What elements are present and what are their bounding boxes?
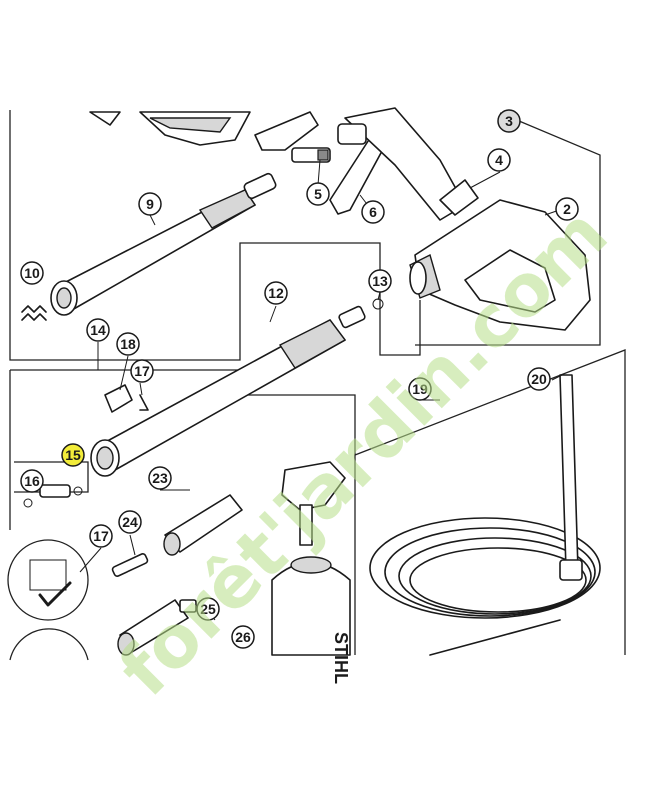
svg-text:6: 6 xyxy=(369,204,377,220)
callout-13: 13 xyxy=(368,269,392,293)
svg-text:19: 19 xyxy=(412,381,428,397)
svg-text:17: 17 xyxy=(93,528,109,544)
callout-9: 9 xyxy=(138,192,162,216)
svg-text:18: 18 xyxy=(120,336,136,352)
callout-2: 2 xyxy=(555,197,579,221)
svg-text:17: 17 xyxy=(134,363,150,379)
callout-19: 19 xyxy=(408,377,432,401)
callout-23: 23 xyxy=(148,466,172,490)
callout-24: 24 xyxy=(118,510,142,534)
lance-tube-9 xyxy=(50,172,277,316)
hose-coil xyxy=(369,374,601,656)
svg-text:23: 23 xyxy=(152,470,168,486)
inset-details xyxy=(7,539,89,661)
watermark: forêt'jardin.com xyxy=(103,191,624,712)
spray-gun-handle xyxy=(409,199,591,331)
svg-text:14: 14 xyxy=(90,322,106,338)
callout-10: 10 xyxy=(20,261,44,285)
nozzles xyxy=(111,494,243,656)
lance-tube-12 xyxy=(90,298,384,477)
callout-26: 26 xyxy=(231,625,255,649)
svg-text:24: 24 xyxy=(122,514,138,530)
svg-text:16: 16 xyxy=(24,473,40,489)
svg-text:12: 12 xyxy=(268,285,284,301)
callout-20: 20 xyxy=(527,367,551,391)
svg-text:3: 3 xyxy=(505,113,513,129)
svg-text:20: 20 xyxy=(531,371,547,387)
svg-text:10: 10 xyxy=(24,265,40,281)
svg-text:25: 25 xyxy=(200,601,216,617)
callout-4: 4 xyxy=(487,148,511,172)
callout-16: 16 xyxy=(20,469,44,493)
callout-14: 14 xyxy=(86,318,110,342)
callout-6: 6 xyxy=(361,200,385,224)
callout-12: 12 xyxy=(264,281,288,305)
callout-17-inset: 17 xyxy=(89,524,113,548)
svg-text:5: 5 xyxy=(314,186,322,202)
callout-15: 15 xyxy=(61,443,85,467)
callout-5: 5 xyxy=(306,182,330,206)
small-parts xyxy=(23,384,149,508)
callout-18: 18 xyxy=(116,332,140,356)
svg-text:13: 13 xyxy=(372,273,388,289)
bottle-label: STIHL xyxy=(331,632,351,684)
svg-text:2: 2 xyxy=(563,201,571,217)
svg-text:9: 9 xyxy=(146,196,154,212)
callout-25: 25 xyxy=(196,597,220,621)
callout-17: 17 xyxy=(130,359,154,383)
svg-text:26: 26 xyxy=(235,629,251,645)
svg-text:15: 15 xyxy=(65,447,81,463)
svg-text:4: 4 xyxy=(495,152,503,168)
top-parts xyxy=(89,107,479,221)
spring-10 xyxy=(21,305,47,321)
foam-bottle: STIHL xyxy=(271,461,351,684)
callout-3: 3 xyxy=(497,109,521,133)
